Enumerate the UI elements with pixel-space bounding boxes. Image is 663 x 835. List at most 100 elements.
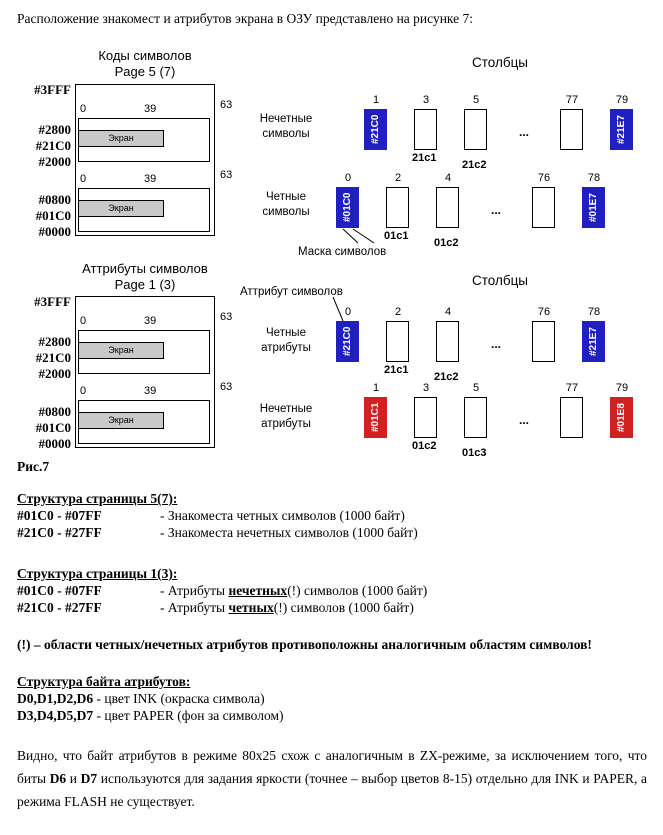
cell-sublabel: 01c1	[384, 230, 409, 242]
cell-box-last: #01E7	[582, 187, 605, 228]
ellipsis: ...	[519, 125, 530, 139]
address-desc-em: четных	[228, 600, 274, 615]
col-index-0: 0	[80, 173, 87, 185]
addr-label: #0800	[38, 404, 72, 419]
col-number: 2	[394, 172, 402, 184]
col-number: 5	[472, 382, 480, 394]
addr-label: #2800	[38, 334, 72, 349]
side-label-even-attributes: Четные атрибуты	[240, 326, 332, 356]
screen-area: Экран	[78, 412, 164, 429]
section3-row: D0,D1,D2,D6 - цвет INK (окраска символа)	[17, 690, 647, 707]
final-b1: D6	[49, 771, 67, 786]
col-index-63: 63	[220, 99, 233, 111]
col-number: 77	[565, 94, 579, 106]
memory-map-attributes: #3FFF #2800 #21C0 #2000 #0800 #01C0 #000…	[16, 295, 251, 458]
memmap-subbox-low: Экран	[78, 188, 210, 232]
cell-box	[532, 321, 555, 362]
side-label-line1: Четные	[266, 327, 306, 339]
col-index-63: 63	[220, 311, 233, 323]
col-index-39: 39	[144, 173, 157, 185]
map1-page-label: Page 5 (7)	[114, 64, 176, 79]
map1-title: Коды символов	[98, 48, 192, 63]
cell-address: #21E7	[588, 327, 599, 356]
cell-sublabel: 01c3	[462, 447, 487, 459]
col-index-39: 39	[144, 385, 157, 397]
addr-label: #2000	[38, 366, 72, 381]
memmap-subbox-high: Экран	[78, 118, 210, 162]
side-label-line2: символы	[262, 206, 310, 218]
bits-label: D0,D1,D2,D6	[17, 691, 94, 706]
address-desc-pre: - Атрибуты	[160, 600, 229, 615]
col-index-0: 0	[80, 385, 87, 397]
cell-box	[386, 321, 409, 362]
col-number: 78	[587, 306, 601, 318]
cell-sublabel: 01c2	[434, 237, 459, 249]
address-range: #21C0 - #27FF	[17, 600, 102, 615]
cell-address: #01E8	[616, 403, 627, 432]
cell-box-last: #21E7	[610, 109, 633, 150]
cell-box-last: #21E7	[582, 321, 605, 362]
col-number: 76	[537, 306, 551, 318]
addr-label: #2000	[38, 154, 72, 169]
map2-page-label: Page 1 (3)	[114, 277, 176, 292]
cell-box	[414, 109, 437, 150]
col-number: 2	[394, 306, 402, 318]
cell-address: #01C0	[342, 192, 353, 223]
cell-sublabel: 21c1	[384, 364, 409, 376]
screen-area: Экран	[78, 130, 164, 147]
addr-label: #0000	[38, 224, 72, 239]
bits-label: D3,D4,D5,D7	[17, 708, 94, 723]
section1-row: #21C0 - #27FF- Знакоместа нечетных симво…	[17, 524, 647, 541]
col-number: 1	[372, 382, 380, 394]
col-number: 0	[344, 172, 352, 184]
addr-label: #21C0	[35, 138, 71, 153]
section3-row: D3,D4,D5,D7 - цвет PAPER (фон за символо…	[17, 707, 647, 724]
cell-box	[386, 187, 409, 228]
side-label-even-symbols: Четные символы	[240, 190, 332, 220]
cell-box	[436, 187, 459, 228]
cell-address: #21E7	[616, 115, 627, 144]
col-index-63: 63	[220, 169, 233, 181]
section1-row: #01C0 - #07FF- Знакоместа четных символо…	[17, 507, 647, 524]
col-number: 78	[587, 172, 601, 184]
cell-box-first: #01C0	[336, 187, 359, 228]
cell-sublabel: 21c2	[434, 371, 459, 383]
addr-label: #3FFF	[34, 82, 71, 97]
text-block: Структура страницы 5(7): #01C0 - #07FF- …	[17, 490, 647, 813]
section1-heading: Структура страницы 5(7):	[17, 491, 178, 506]
cell-box	[532, 187, 555, 228]
column-row-even-symbols: 0 2 4 76 78 #01C0 ... #01E7 01c1 01c2	[336, 172, 648, 252]
column-row-odd-attributes: 1 3 5 77 79 #01C1 ... #01E8 01c2 01c3	[336, 382, 648, 462]
memmap-subbox-high: Экран	[78, 330, 210, 374]
side-label-line1: Четные	[266, 191, 306, 203]
side-label-line2: символы	[262, 128, 310, 140]
ellipsis: ...	[491, 337, 502, 351]
cell-box-first: #21C0	[364, 109, 387, 150]
cell-sublabel: 01c2	[412, 440, 437, 452]
cell-box	[436, 321, 459, 362]
address-desc-pre: - Атрибуты	[160, 583, 229, 598]
final-p1: Видно, что байт атрибутов в режиме 80x25…	[17, 748, 647, 786]
bits-desc: - цвет INK (окраска символа)	[93, 691, 265, 706]
final-paragraph: Видно, что байт атрибутов в режиме 80x25…	[17, 744, 647, 813]
col-number: 1	[372, 94, 380, 106]
address-range: #01C0 - #07FF	[17, 508, 102, 523]
cell-address: #21C0	[342, 326, 353, 357]
cell-box	[464, 109, 487, 150]
addr-label: #0000	[38, 436, 72, 451]
addr-label: #21C0	[35, 350, 71, 365]
final-p2: и	[66, 771, 81, 786]
col-number: 79	[615, 94, 629, 106]
address-desc-em: нечетных	[228, 583, 288, 598]
screen-area: Экран	[78, 200, 164, 217]
cell-box-first: #01C1	[364, 397, 387, 438]
attribute-pointer-label: Аттрибут символов	[240, 286, 343, 298]
col-index-63: 63	[220, 381, 233, 393]
memmap-subbox-low: Экран	[78, 400, 210, 444]
col-number: 5	[472, 94, 480, 106]
address-range: #21C0 - #27FF	[17, 525, 102, 540]
section2-heading: Структура страницы 1(3):	[17, 566, 178, 581]
col-number: 3	[422, 382, 430, 394]
cell-sublabel: 21c2	[462, 159, 487, 171]
